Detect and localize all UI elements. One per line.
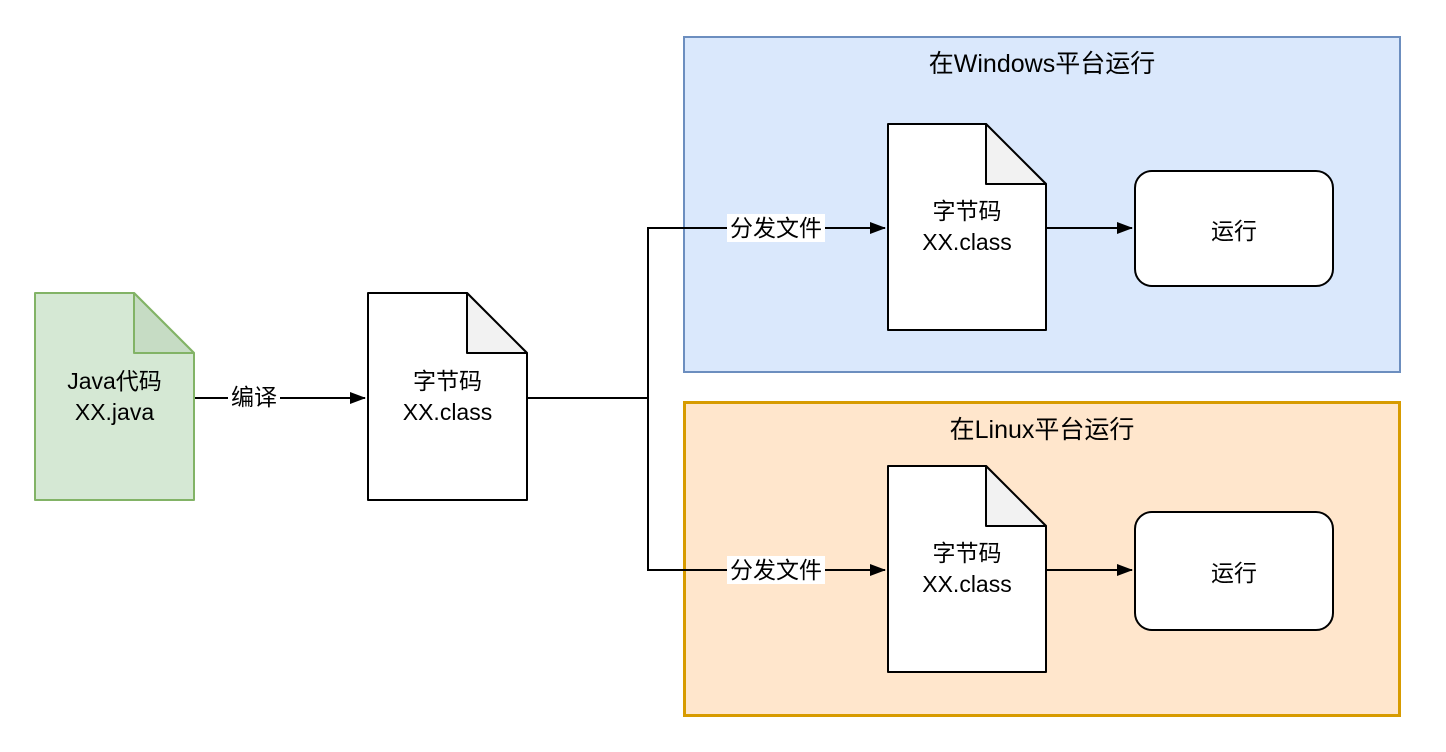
java-source-doc-node: Java代码 XX.java: [34, 292, 195, 501]
document-shape: [887, 123, 1047, 331]
java-source-doc-label: Java代码 XX.java: [34, 292, 195, 501]
document-shape: [34, 292, 195, 501]
linux-bytecode-doc-node: 字节码 XX.class: [887, 465, 1047, 673]
document-shape: [367, 292, 528, 501]
windows-run-node: 运行: [1134, 170, 1334, 287]
windows-bytecode-doc-node: 字节码 XX.class: [887, 123, 1047, 331]
doc-label-line2: XX.class: [922, 571, 1012, 597]
windows-bytecode-doc-label: 字节码 XX.class: [887, 123, 1047, 331]
doc-label-line1: 字节码: [932, 198, 1002, 224]
windows-run-label: 运行: [1211, 217, 1257, 244]
compile-edge-label: 编译: [228, 383, 280, 411]
linux-run-label: 运行: [1211, 560, 1257, 586]
distribute-linux-edge-label: 分发文件: [727, 556, 825, 584]
bytecode-doc-label: 字节码 XX.class: [367, 292, 528, 501]
doc-label-line1: 字节码: [932, 540, 1002, 566]
linux-container-title: 在Linux平台运行: [949, 416, 1135, 444]
distribute-windows-edge-label: 分发文件: [727, 214, 825, 242]
doc-label-line1: Java代码: [67, 367, 162, 394]
doc-fold-corner: [985, 465, 1047, 527]
doc-fold-corner: [133, 292, 195, 354]
bytecode-doc-node: 字节码 XX.class: [367, 292, 528, 501]
windows-container-title: 在Windows平台运行: [928, 50, 1156, 78]
linux-run-node: 运行: [1134, 511, 1334, 631]
doc-label-line1: 字节码: [413, 367, 482, 394]
doc-fold-corner: [466, 292, 528, 354]
doc-label-line2: XX.class: [922, 229, 1012, 255]
doc-label-line2: XX.class: [402, 398, 493, 425]
doc-label-line2: XX.java: [74, 398, 155, 425]
linux-bytecode-doc-label: 字节码 XX.class: [887, 465, 1047, 673]
document-shape: [887, 465, 1047, 673]
doc-fold-corner: [985, 123, 1047, 185]
